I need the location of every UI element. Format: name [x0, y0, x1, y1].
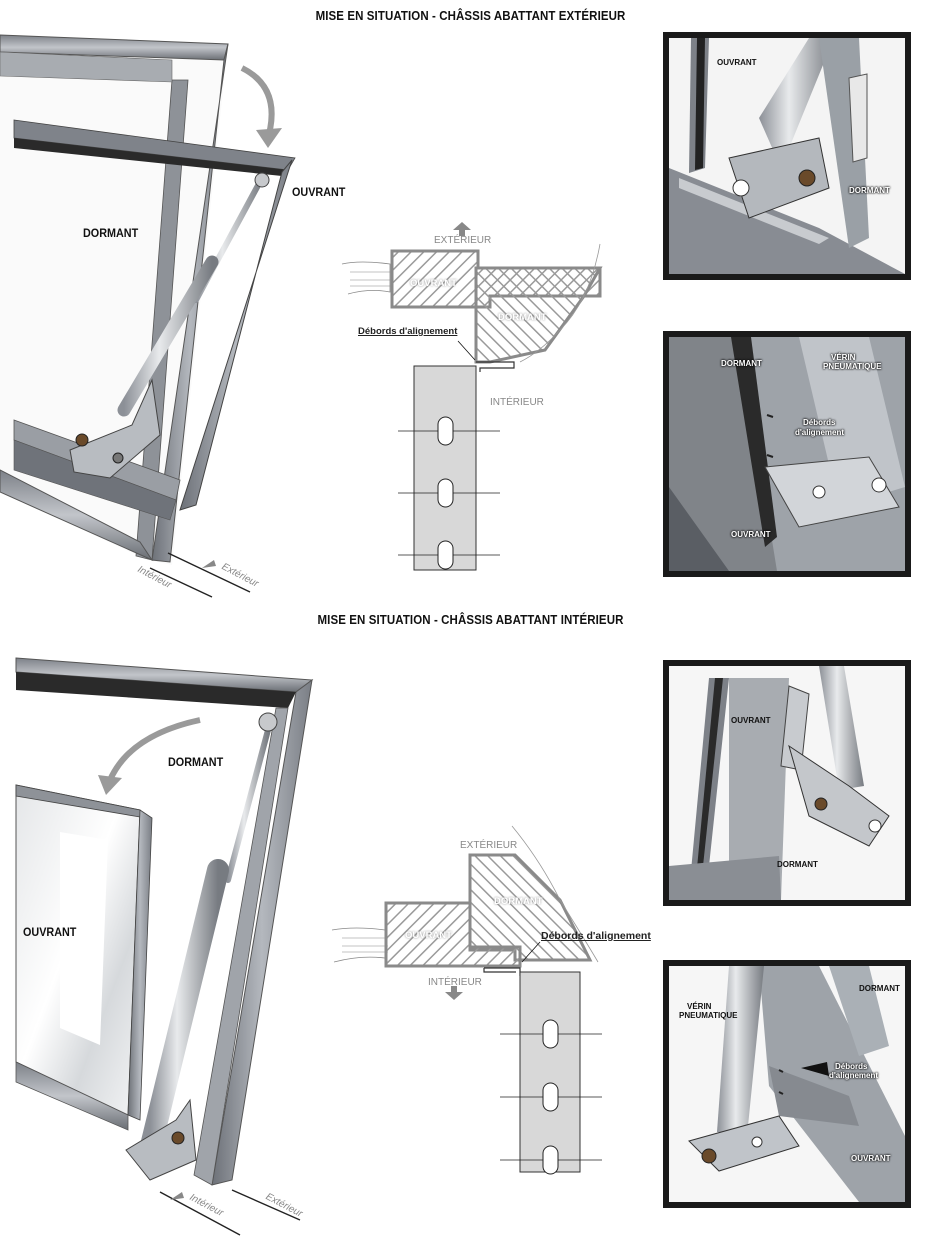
photo-detail-4: VÉRIN PNEUMATIQUE DORMANT Débords d'alig… — [663, 960, 911, 1208]
photo-detail-3-art — [669, 666, 905, 900]
photo2-debords-label-2: d'alignement — [795, 428, 845, 437]
photo-detail-1: OUVRANT DORMANT — [663, 32, 911, 280]
section1-exterieur-label: EXTÉRIEUR — [434, 235, 492, 246]
illus1-dormant-label: DORMANT — [83, 226, 139, 240]
section2-dormant-label: DORMANT — [494, 896, 543, 907]
illus2-dormant-label: DORMANT — [168, 755, 224, 769]
photo4-debords-label-2: d'alignement — [829, 1071, 879, 1080]
section2-debords-label: Débords d'alignement — [541, 930, 651, 942]
photo4-debords-label-1: Débords — [835, 1062, 868, 1071]
photo1-dormant-label: DORMANT — [849, 186, 890, 195]
section2-ouvrant-label: OUVRANT — [405, 930, 452, 941]
illus2-ouvrant-label: OUVRANT — [23, 925, 77, 939]
photo-detail-3: OUVRANT DORMANT — [663, 660, 911, 906]
section1-title: MISE EN SITUATION - CHÂSSIS ABATTANT EXT… — [315, 9, 626, 23]
photo2-ouvrant-label: OUVRANT — [731, 530, 771, 539]
photo2-verin-label-1: VÉRIN — [831, 353, 856, 362]
photo-detail-1-art — [669, 38, 905, 274]
photo3-ouvrant-label: OUVRANT — [731, 716, 771, 725]
cross-section-interior — [331, 825, 602, 1175]
section1-interieur-label: INTÉRIEUR — [490, 397, 544, 408]
illus1-ouvrant-label: OUVRANT — [292, 185, 346, 199]
section2-title: MISE EN SITUATION - CHÂSSIS ABATTANT INT… — [317, 613, 624, 627]
section2-interieur-label: INTÉRIEUR — [428, 977, 482, 988]
photo3-dormant-label: DORMANT — [777, 860, 818, 869]
photo-detail-4-art — [669, 966, 905, 1202]
section2-exterieur-label: EXTÉRIEUR — [460, 840, 518, 851]
photo4-ouvrant-label: OUVRANT — [851, 1154, 891, 1163]
window-illustration-exterior — [0, 34, 296, 598]
photo4-dormant-label: DORMANT — [859, 984, 900, 993]
photo2-debords-label-1: Débords — [803, 418, 836, 427]
photo4-verin-label-1: VÉRIN — [687, 1002, 712, 1011]
photo2-verin-label-2: PNEUMATIQUE — [823, 362, 882, 371]
cross-section-exterior — [341, 222, 603, 571]
photo-detail-2: DORMANT VÉRIN PNEUMATIQUE Débords d'alig… — [663, 331, 911, 577]
window-illustration-interior — [15, 657, 314, 1236]
section1-ouvrant-label: OUVRANT — [410, 278, 457, 289]
section1-debords-label: Débords d'alignement — [358, 326, 458, 337]
photo4-verin-label-2: PNEUMATIQUE — [679, 1011, 738, 1020]
photo2-dormant-label: DORMANT — [721, 359, 762, 368]
section1-dormant-label: DORMANT — [498, 312, 547, 323]
photo1-ouvrant-label: OUVRANT — [717, 58, 757, 67]
photo-detail-2-art — [669, 337, 905, 571]
